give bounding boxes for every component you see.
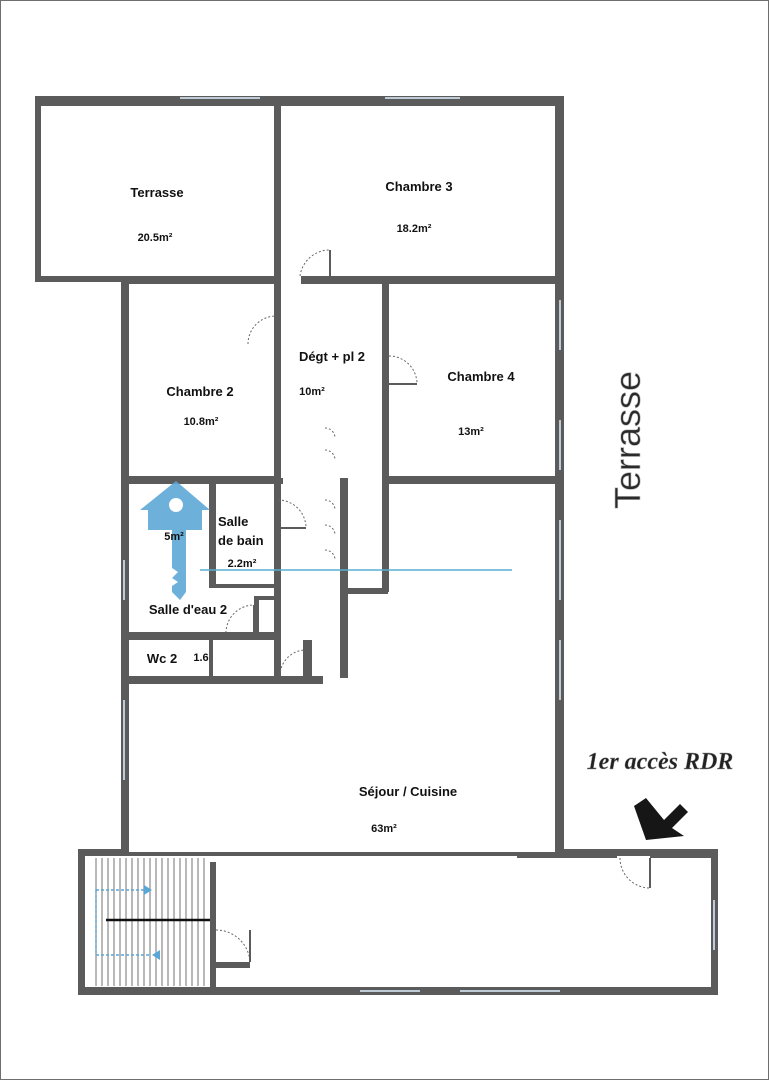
room-labels: Terrasse 20.5m² Chambre 3 18.2m² Dégt + … (130, 179, 515, 835)
room-chambre-2 (129, 284, 274, 476)
room-salle-de-bain-area: 2.2m² (228, 558, 257, 570)
room-sejour-area: 63m² (371, 823, 397, 835)
entrance-label: 1er accès RDR (587, 749, 734, 775)
room-degt-area: 10m² (299, 386, 325, 398)
room-chambre-2-name: Chambre 2 (166, 384, 233, 399)
room-degt-name: Dégt + pl 2 (299, 349, 365, 364)
room-salle-eau-2-name: Salle d'eau 2 (149, 602, 227, 617)
room-terrasse-name: Terrasse (130, 185, 183, 200)
room-chambre-3-name: Chambre 3 (385, 179, 452, 194)
room-wc-2-name: Wc 2 (147, 651, 177, 666)
house-key-logo-icon (140, 481, 210, 600)
room-sejour-name: Séjour / Cuisine (359, 784, 457, 799)
room-wc-2-area: 1.6 (193, 652, 208, 664)
room-chambre-4-name: Chambre 4 (447, 369, 515, 384)
doors (215, 249, 651, 963)
room-salle-de-bain-name-1: Salle (218, 514, 248, 529)
room-chambre-4-area: 13m² (458, 426, 484, 438)
room-chambre-3 (281, 106, 555, 276)
staircase-icon (85, 856, 210, 987)
room-terrasse (41, 106, 274, 276)
room-salle-eau-2-area: 5m² (164, 531, 184, 543)
room-terrasse-area: 20.5m² (138, 232, 173, 244)
room-salle-de-bain-name-2: de bain (218, 533, 264, 548)
entrance-arrow-icon (634, 798, 688, 840)
outside-terrace-label: Terrasse (607, 371, 648, 509)
room-chambre-4 (389, 284, 555, 476)
room-chambre-2-area: 10.8m² (184, 416, 219, 428)
room-chambre-3-area: 18.2m² (397, 223, 432, 235)
